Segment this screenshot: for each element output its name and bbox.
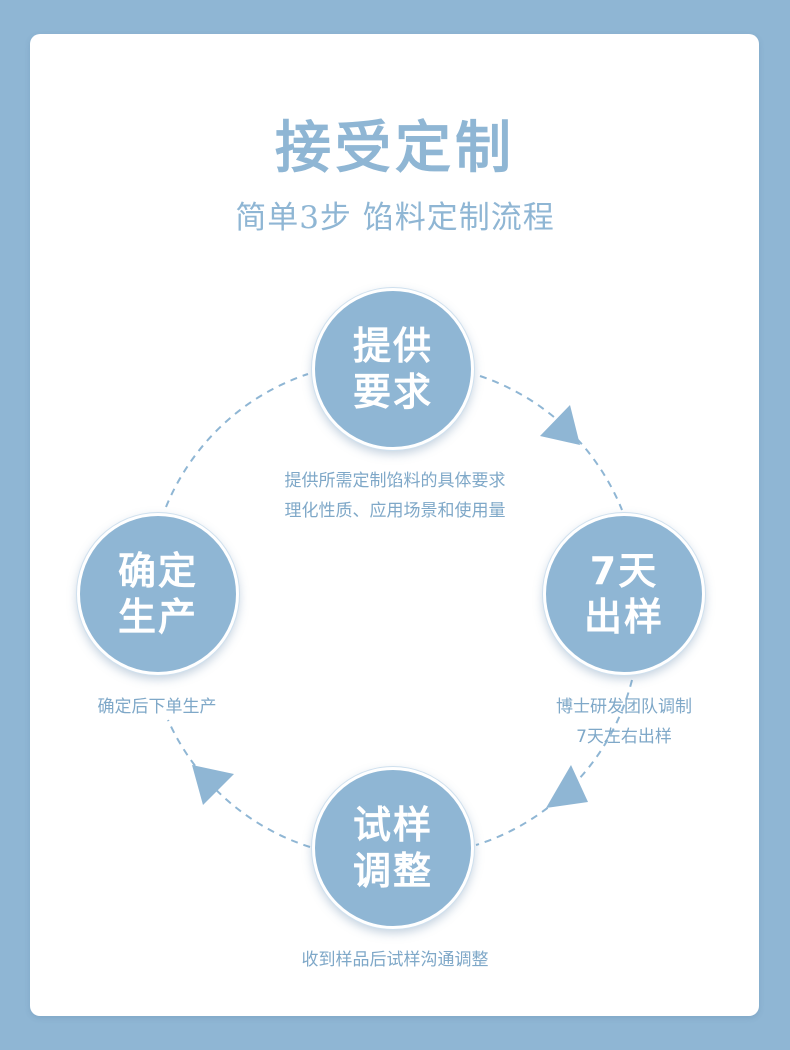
- step-desc-confirm-production: 确定后下单生产: [72, 692, 242, 722]
- arrow-head-right-bottom: [546, 765, 588, 808]
- step-desc-line: 提供所需定制馅料的具体要求: [284, 471, 506, 491]
- arc-bottom-left: [167, 719, 311, 848]
- arrow-head-left-bottom: [192, 765, 234, 805]
- step-node-confirm-production: 确定 生产: [77, 513, 239, 675]
- step-desc-sample-7-days: 博士研发团队调制 7天左右出样: [524, 692, 724, 752]
- step-desc-line: 博士研发团队调制: [556, 697, 692, 717]
- step-label-provide-requirements: 提供 要求: [352, 324, 433, 414]
- page-title: 接受定制: [275, 115, 515, 181]
- step-desc-line: 理化性质、应用场景和使用量: [284, 501, 506, 521]
- step-node-trial-adjust: 试样 调整: [312, 767, 474, 929]
- step-desc-trial-adjust: 收到样品后试样沟通调整: [245, 945, 545, 975]
- arc-top-left: [165, 373, 309, 508]
- step-desc-provide-requirements: 提供所需定制馅料的具体要求 理化性质、应用场景和使用量: [195, 466, 595, 526]
- step-label-confirm-production: 确定 生产: [117, 549, 198, 639]
- step-node-provide-requirements: 提供 要求: [312, 288, 474, 450]
- step-desc-line: 确定后下单生产: [97, 697, 217, 717]
- step-desc-line: 收到样品后试样沟通调整: [301, 950, 489, 970]
- step-label-trial-adjust: 试样 调整: [352, 803, 433, 893]
- arrow-head-right-top: [540, 405, 580, 445]
- step-desc-line: 7天左右出样: [576, 727, 672, 747]
- step-node-sample-7-days: 7天 出样: [543, 513, 705, 675]
- step-label-sample-7-days: 7天 出样: [583, 549, 664, 639]
- page-subtitle: 简单3步 馅料定制流程: [235, 200, 555, 236]
